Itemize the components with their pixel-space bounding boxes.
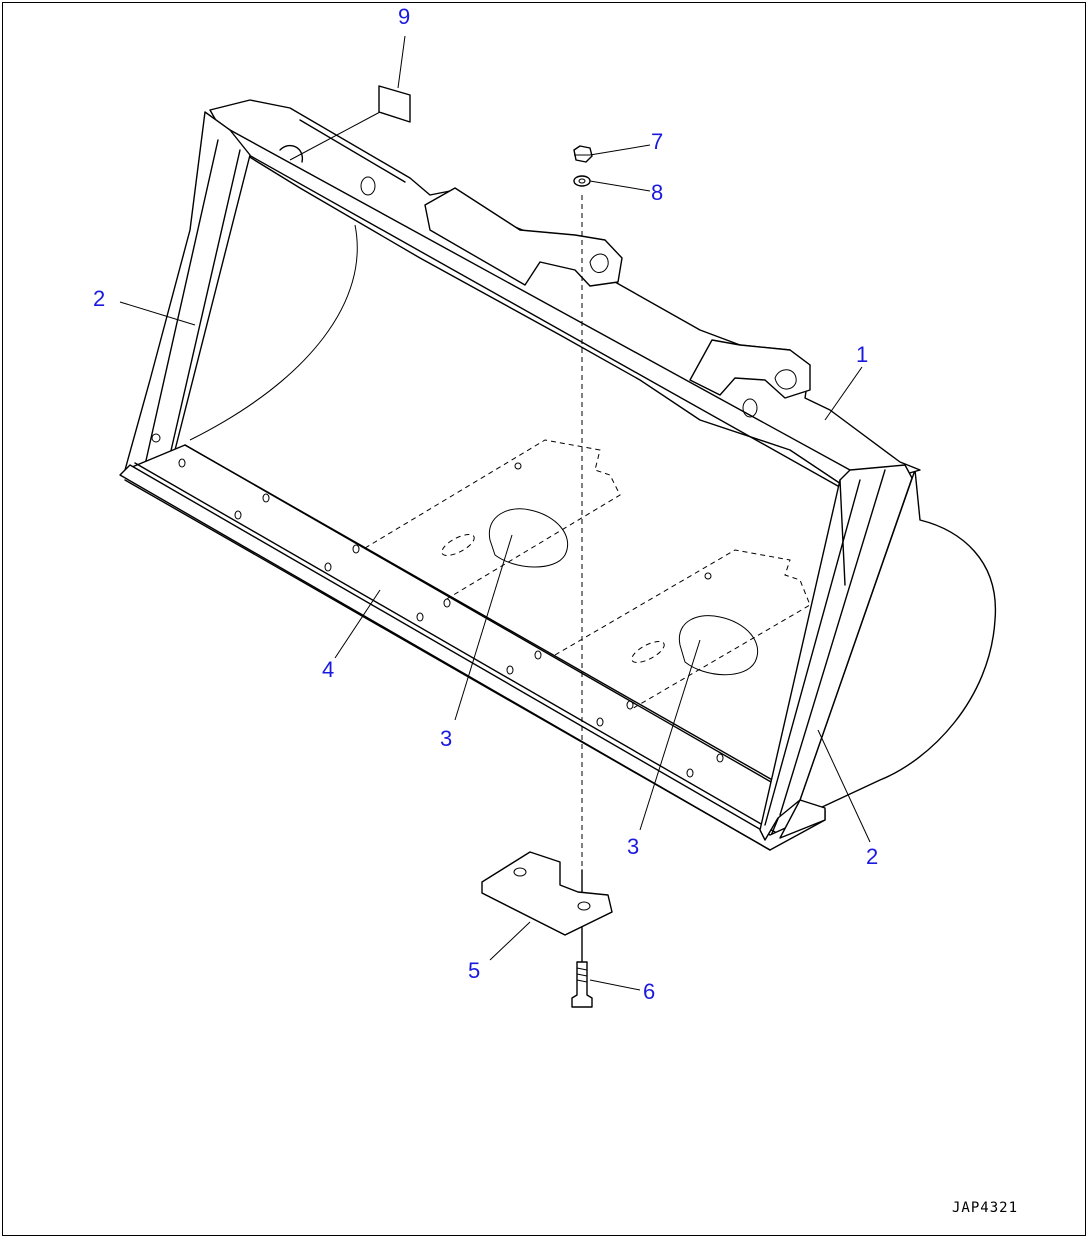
right-hinge-eye bbox=[774, 369, 797, 390]
center-hinge-eye bbox=[589, 253, 609, 273]
callout-1: 1 bbox=[856, 342, 868, 367]
wear-plate-hole-2 bbox=[704, 572, 712, 580]
callout-8: 8 bbox=[651, 180, 663, 205]
beam-hole-left bbox=[360, 176, 376, 196]
right-plate-inner bbox=[764, 479, 861, 826]
wear-plate-outline-right bbox=[554, 549, 811, 711]
left-bracket bbox=[279, 144, 304, 163]
callout-2b: 2 bbox=[866, 844, 878, 869]
right-foot bbox=[779, 799, 826, 839]
callout-labels: 1 2 2 3 3 4 5 6 7 8 9 bbox=[93, 4, 878, 1004]
bucket-back-top-beam bbox=[209, 99, 921, 491]
cutting-edge-line bbox=[124, 479, 771, 851]
drawing-code: JAP4321 bbox=[952, 1200, 1018, 1216]
callout-4: 4 bbox=[322, 657, 334, 682]
bucket-right-shell bbox=[799, 469, 997, 809]
callout-9: 9 bbox=[398, 4, 410, 29]
top-beam-line-3 bbox=[299, 119, 406, 183]
callout-5: 5 bbox=[468, 958, 480, 983]
bucket-inner-curve bbox=[189, 224, 358, 441]
washer-part-8 bbox=[573, 175, 591, 187]
plate-part-9 bbox=[378, 85, 411, 123]
callout-3a: 3 bbox=[440, 726, 452, 751]
bolt-part-6 bbox=[571, 961, 593, 1008]
top-beam-line-2 bbox=[239, 149, 846, 491]
left-plate-hole bbox=[151, 433, 161, 443]
wear-plate-outline-left bbox=[364, 439, 621, 601]
wear-plate-slot-left bbox=[441, 534, 475, 556]
right-plate-edge bbox=[779, 469, 886, 816]
detail-circle-right bbox=[678, 615, 758, 676]
left-plate-inner bbox=[169, 149, 241, 456]
top-beam-line-1 bbox=[229, 129, 851, 471]
right-plate-lip bbox=[839, 479, 846, 586]
beam-hole-right bbox=[742, 398, 758, 418]
wear-plate-slot-right bbox=[631, 641, 665, 663]
nut-part-7 bbox=[573, 145, 593, 163]
leader-lines bbox=[119, 35, 871, 991]
left-plate-edge bbox=[144, 139, 219, 466]
floor-back-edge bbox=[184, 444, 786, 791]
callout-6: 6 bbox=[643, 979, 655, 1004]
wear-plate-5-hole-1 bbox=[513, 867, 527, 877]
callout-2a: 2 bbox=[93, 286, 105, 311]
callout-7: 7 bbox=[651, 129, 663, 154]
right-hinge-bracket bbox=[689, 339, 811, 399]
wear-plate-5-hole-2 bbox=[577, 901, 591, 911]
detail-circle-left bbox=[488, 508, 568, 568]
wear-plate-hole-1 bbox=[514, 462, 522, 470]
left-side-plate bbox=[124, 111, 251, 471]
wear-plate-part-5 bbox=[481, 851, 613, 936]
cutting-edge-line-2 bbox=[134, 462, 776, 833]
callout-3b: 3 bbox=[627, 834, 639, 859]
bucket-floor bbox=[124, 444, 791, 841]
center-hinge-bracket bbox=[424, 187, 623, 287]
